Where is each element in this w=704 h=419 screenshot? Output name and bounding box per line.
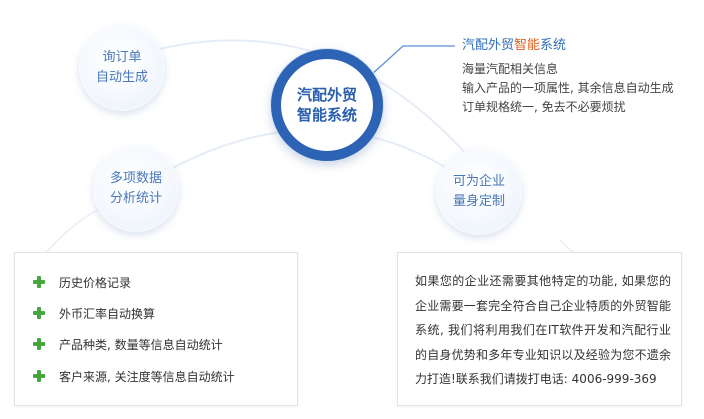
- feature-label: 外币汇率自动换算: [59, 306, 156, 321]
- info-title: 汽配外贸智能系统: [462, 36, 674, 55]
- bubble-order-auto: 询订单 自动生成: [79, 25, 165, 111]
- feature-item: 客户来源, 关注度等信息自动统计: [33, 366, 235, 386]
- custom-panel: 如果您的企业还需要其他特定的功能, 如果您的企业需要一套完全符合自己企业特质的外…: [397, 252, 682, 406]
- plus-icon: [33, 276, 45, 288]
- feature-label: 产品种类, 数量等信息自动统计: [59, 337, 223, 352]
- info-line: 订单规格统一, 免去不必要烦扰: [462, 100, 626, 114]
- feature-panel: 历史价格记录 外币汇率自动换算 产品种类, 数量等信息自动统计 客户来源, 关注…: [14, 252, 298, 406]
- info-title-pre: 汽配外贸: [462, 38, 515, 53]
- bubble-order-line2: 自动生成: [95, 70, 148, 85]
- feature-label: 历史价格记录: [59, 275, 132, 290]
- bubble-data-line1: 多项数据: [109, 171, 162, 186]
- bubble-data-analysis: 多项数据 分析统计: [93, 146, 179, 232]
- plus-icon: [33, 338, 45, 350]
- feature-item: 产品种类, 数量等信息自动统计: [33, 334, 223, 354]
- info-title-post: 系统: [540, 38, 567, 53]
- bubble-order-line1: 询订单: [102, 50, 142, 65]
- center-line2: 智能系统: [296, 106, 357, 124]
- info-block: 汽配外贸智能系统 海量汽配相关信息 输入产品的一项属性, 其余信息自动生成 订单…: [462, 36, 674, 117]
- feature-label: 客户来源, 关注度等信息自动统计: [59, 369, 235, 384]
- center-node: 汽配外贸 智能系统: [271, 49, 383, 161]
- feature-item: 历史价格记录: [33, 272, 131, 292]
- bubble-custom: 可为企业 量身定制: [436, 149, 522, 235]
- custom-description: 如果您的企业还需要其他特定的功能, 如果您的企业需要一套完全符合自己企业特质的外…: [415, 274, 671, 386]
- info-line: 海量汽配相关信息: [462, 62, 559, 76]
- info-title-highlight: 智能: [514, 38, 541, 53]
- bubble-data-line2: 分析统计: [109, 191, 162, 206]
- center-line1: 汽配外贸: [296, 86, 357, 104]
- info-line: 输入产品的一项属性, 其余信息自动生成: [462, 81, 674, 95]
- bubble-custom-line2: 量身定制: [452, 194, 505, 209]
- plus-icon: [33, 307, 45, 319]
- bubble-custom-line1: 可为企业: [452, 174, 505, 189]
- feature-item: 外币汇率自动换算: [33, 303, 155, 323]
- plus-icon: [33, 370, 45, 382]
